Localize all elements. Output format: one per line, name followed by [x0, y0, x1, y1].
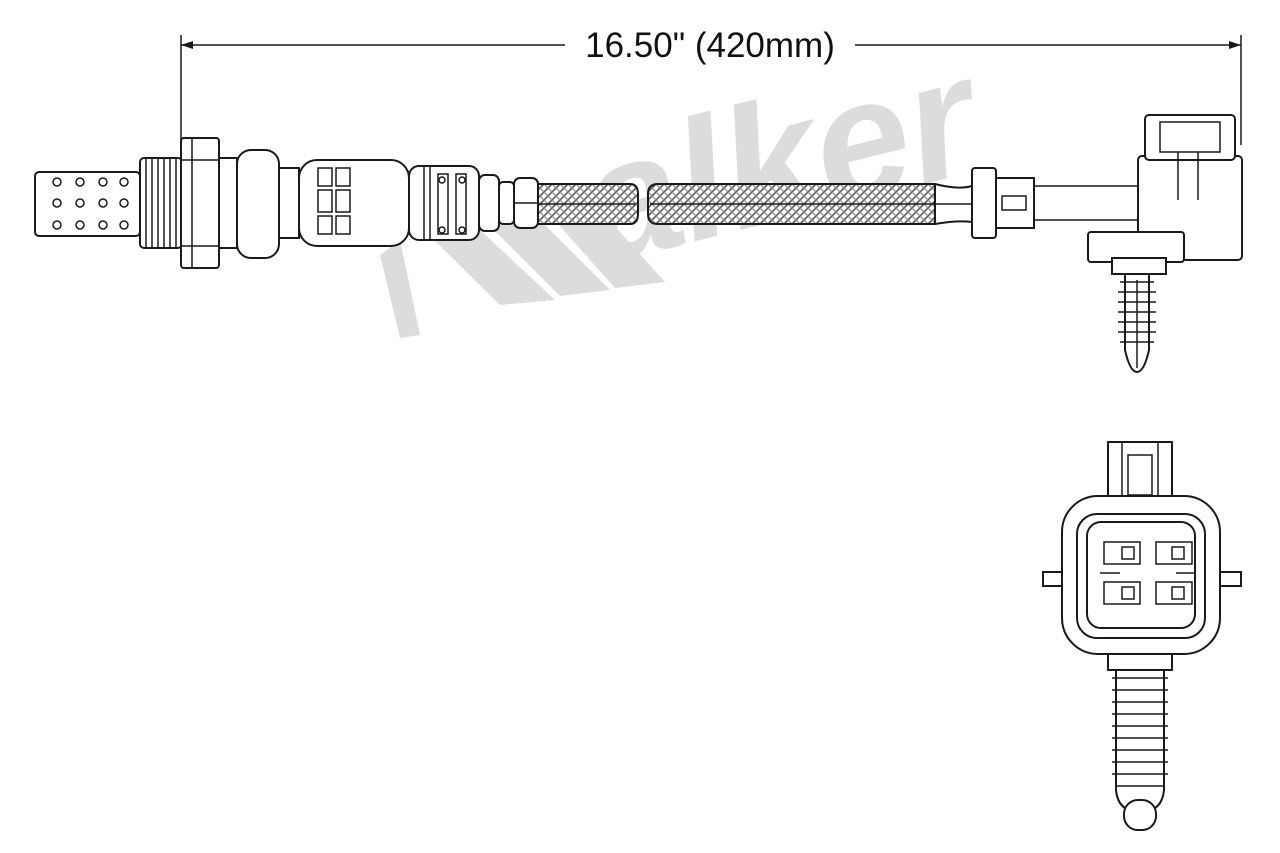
- connector-side-view: [1087, 114, 1243, 374]
- tip-vent-holes: [52, 177, 129, 230]
- dimension-label: 16.50" (420mm): [585, 26, 835, 65]
- oxygen-sensor-icon: [34, 137, 539, 269]
- cable-clip: [971, 167, 1138, 239]
- connector-face-icon: [1042, 441, 1242, 831]
- dimension-line: 16.50" (420mm): [180, 26, 1242, 145]
- braided-cable-left: [537, 183, 639, 225]
- connector-pins: [1100, 541, 1196, 605]
- braided-cable-right: [647, 183, 973, 225]
